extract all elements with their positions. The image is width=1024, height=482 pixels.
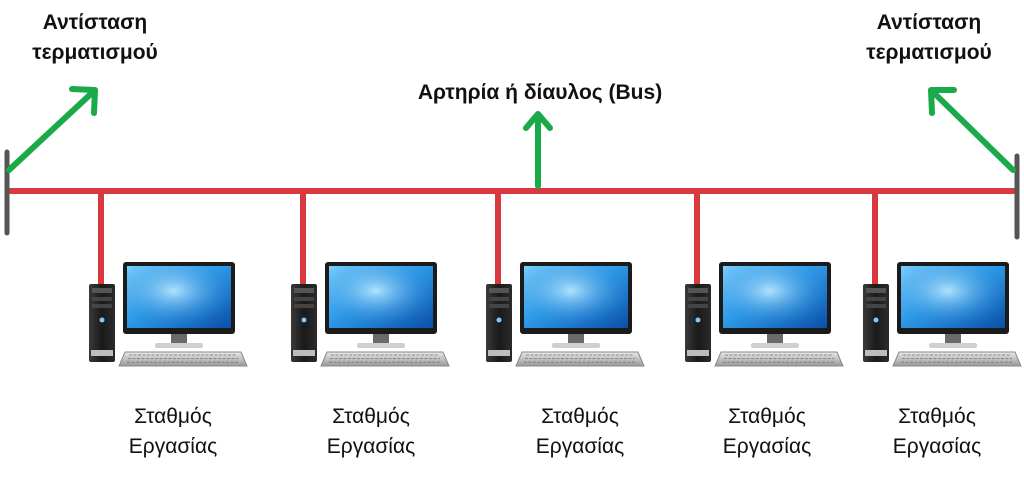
desktop-computer-icon [685, 262, 844, 367]
workstation-label-line2: Εργασίας [128, 435, 218, 458]
workstations [89, 262, 1022, 367]
workstation-label-line1: Σταθμός [541, 405, 619, 428]
workstation-label-line2: Εργασίας [535, 435, 625, 458]
arrow-terminator-left [6, 86, 98, 173]
terminator-right-label: Αντίσταση τερματισμού [834, 8, 1024, 68]
workstation-label-line2: Εργασίας [892, 435, 982, 458]
desktop-computer-icon [89, 262, 248, 367]
desktop-computer-icon [486, 262, 645, 367]
terminator-left-label-line1: Αντίσταση [42, 11, 148, 34]
terminator-left-label: Αντίσταση τερματισμού [0, 8, 190, 68]
terminator-right-label-line2: τερματισμού [866, 41, 992, 64]
bus-label-text: Αρτηρία ή δίαυλος (Bus) [417, 81, 663, 104]
workstation-label-line1: Σταθμός [728, 405, 806, 428]
desktop-computer-icon [291, 262, 450, 367]
terminator-right-label-line1: Αντίσταση [876, 11, 982, 34]
workstation-label-line1: Σταθμός [898, 405, 976, 428]
workstation-label-line2: Εργασίας [722, 435, 812, 458]
arrow-bus [523, 111, 553, 189]
arrow-terminator-right [928, 87, 1016, 173]
workstation-label-line2: Εργασίας [326, 435, 416, 458]
workstation-label-line1: Σταθμός [332, 405, 410, 428]
drop-lines [98, 191, 878, 284]
terminator-left-label-line2: τερματισμού [32, 41, 158, 64]
bus-label: Αρτηρία ή δίαυλος (Bus) [380, 78, 700, 108]
workstation-label-line1: Σταθμός [134, 405, 212, 428]
desktop-computer-icon [863, 262, 1022, 367]
